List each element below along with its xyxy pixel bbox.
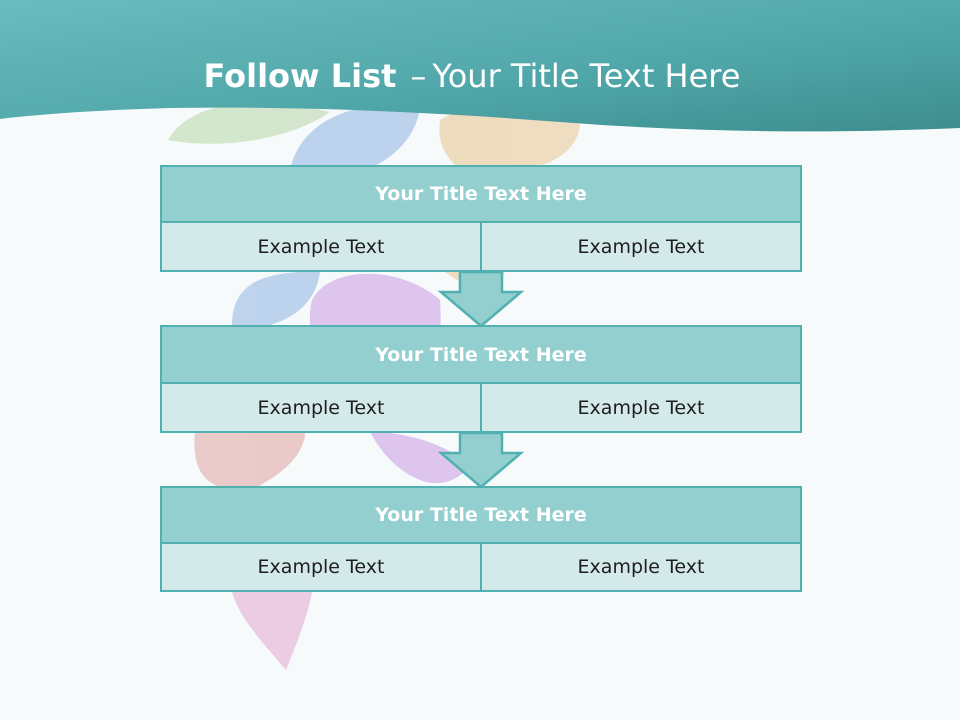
block-cell-left: Example Text [160, 542, 482, 592]
list-block-2: Your Title Text Here Example Text Exampl… [160, 325, 802, 433]
leaf-blue-mid [231, 271, 320, 330]
leaf-red [194, 432, 305, 490]
block-cell-left: Example Text [160, 382, 482, 433]
down-arrow-icon [438, 270, 524, 328]
slide-title: Follow List–Your Title Text Here [0, 54, 944, 98]
leaf-orange [439, 105, 580, 171]
block-cell-right: Example Text [480, 221, 802, 272]
block-title: Your Title Text Here [160, 165, 802, 223]
leaf-purple-low [370, 432, 470, 484]
list-block-3: Your Title Text Here Example Text Exampl… [160, 486, 802, 592]
block-cell-right: Example Text [480, 542, 802, 592]
block-title: Your Title Text Here [160, 325, 802, 384]
leaf-green [168, 102, 330, 144]
block-cell-right: Example Text [480, 382, 802, 433]
slide-title-bold: Follow List [203, 57, 397, 95]
slide-title-rest: Your Title Text Here [432, 57, 741, 95]
block-cell-left: Example Text [160, 221, 482, 272]
leaf-pink [232, 592, 312, 670]
slide-title-separator: – [410, 57, 427, 95]
block-title: Your Title Text Here [160, 486, 802, 544]
down-arrow-icon [438, 431, 524, 489]
leaf-blue-top [290, 105, 420, 177]
list-block-1: Your Title Text Here Example Text Exampl… [160, 165, 802, 272]
header-band [0, 0, 960, 132]
